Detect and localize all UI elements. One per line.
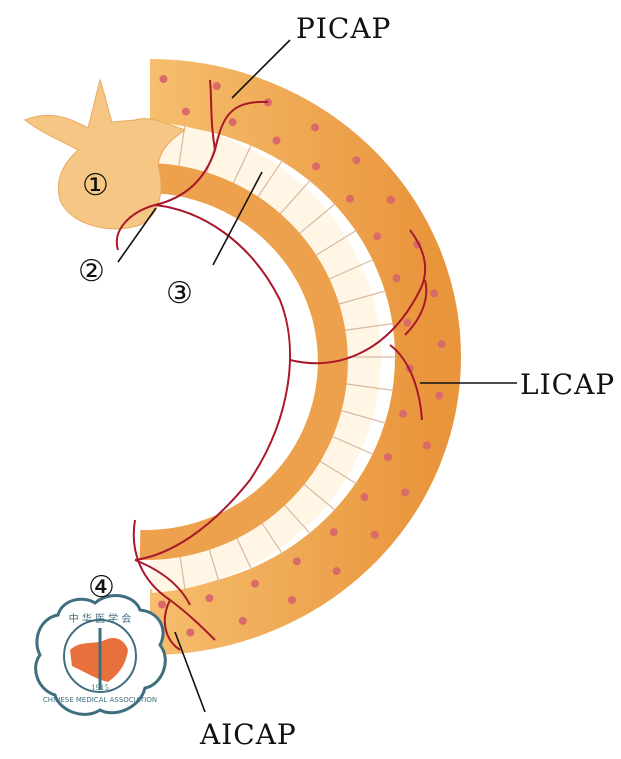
number-2: ② bbox=[78, 254, 105, 289]
cartilage-line bbox=[309, 229, 358, 260]
dot bbox=[352, 156, 361, 165]
dot bbox=[238, 616, 247, 625]
leader-lines bbox=[117, 39, 517, 713]
number-4: ④ bbox=[88, 570, 115, 605]
dot bbox=[346, 194, 355, 203]
dot bbox=[399, 409, 408, 418]
vessels bbox=[115, 79, 428, 651]
svg-text:CHINESE MEDICAL ASSOCIATION: CHINESE MEDICAL ASSOCIATION bbox=[43, 696, 157, 704]
dot bbox=[422, 441, 431, 450]
dot bbox=[437, 340, 446, 349]
dot bbox=[186, 628, 195, 637]
dot bbox=[292, 557, 301, 566]
number-1: ① bbox=[82, 168, 109, 203]
cartilage-line bbox=[332, 290, 387, 307]
dot bbox=[329, 528, 338, 537]
dot bbox=[401, 488, 410, 497]
dot bbox=[228, 118, 237, 127]
label-aicap: AICAP bbox=[200, 718, 297, 751]
cartilage-line bbox=[293, 202, 337, 239]
inner-band bbox=[139, 163, 348, 561]
cartilage-line bbox=[337, 382, 394, 392]
dot bbox=[212, 82, 221, 91]
label-licap: LICAP bbox=[520, 368, 616, 401]
vertebra bbox=[24, 78, 187, 230]
dot bbox=[312, 162, 321, 171]
dot bbox=[370, 530, 379, 539]
svg-text:1915: 1915 bbox=[91, 684, 109, 692]
dot bbox=[272, 136, 281, 145]
dot bbox=[158, 600, 167, 609]
chinese-medical-association-logo: 中 华 医 学 会 CHINESE MEDICAL ASSOCIATION 19… bbox=[34, 594, 167, 716]
cartilage-line bbox=[322, 258, 375, 283]
cartilage-line bbox=[337, 322, 394, 332]
dot bbox=[311, 123, 320, 132]
dot bbox=[181, 107, 190, 116]
label-picap: PICAP bbox=[296, 12, 392, 45]
dot bbox=[159, 75, 168, 84]
dot bbox=[360, 493, 369, 502]
dot bbox=[430, 289, 439, 298]
dot bbox=[392, 274, 401, 283]
dot bbox=[435, 391, 444, 400]
dot bbox=[373, 232, 382, 241]
dot bbox=[288, 596, 297, 605]
cartilage-line bbox=[273, 178, 312, 221]
dot bbox=[386, 195, 395, 204]
dot bbox=[205, 594, 214, 603]
number-3: ③ bbox=[166, 276, 193, 311]
svg-text:中 华 医 学 会: 中 华 医 学 会 bbox=[69, 612, 132, 625]
outer-band bbox=[149, 59, 461, 655]
dot bbox=[251, 579, 260, 588]
dot bbox=[332, 567, 341, 576]
dot bbox=[383, 453, 392, 462]
dot bbox=[403, 318, 412, 327]
